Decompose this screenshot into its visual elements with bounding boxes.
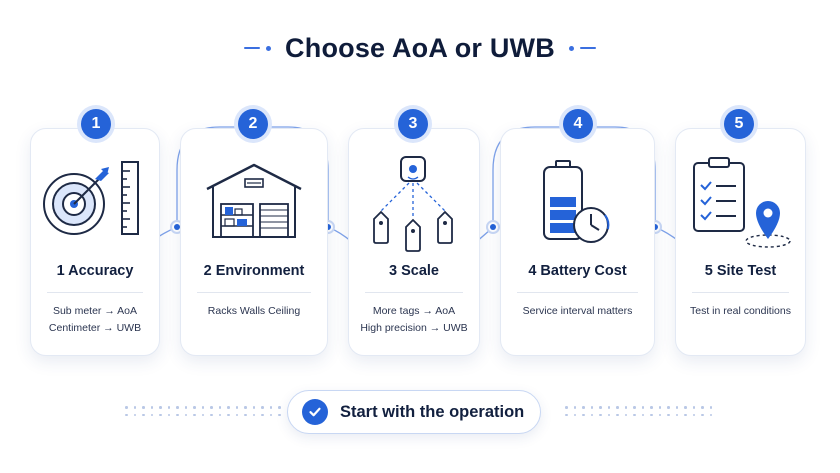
- step-card-accuracy: 1 Accuracy Sub meter → AoA Centimeter → …: [30, 128, 160, 356]
- step-heading: 3 Scale: [389, 263, 439, 279]
- start-with-operation-button[interactable]: Start with the operation: [287, 390, 541, 434]
- step-line: Sub meter → AoA: [52, 305, 138, 317]
- step-heading: 2 Environment: [203, 263, 305, 279]
- step-heading: 1 Accuracy: [56, 263, 134, 279]
- step-description: More tags → AoA High precision → UWB: [349, 303, 479, 337]
- battery-clock-icon: [543, 160, 610, 243]
- step-line: Centimeter → UWB: [48, 322, 142, 334]
- step-number-badge: 5: [724, 109, 754, 139]
- step-number-badge: 1: [81, 109, 111, 139]
- target-ruler-icon: [43, 161, 139, 235]
- step-card-battery-cost: 4 Battery Cost Service interval matters: [500, 128, 655, 356]
- checkmark-icon: [302, 399, 328, 425]
- divider: [365, 292, 463, 293]
- checklist-pin-icon: [693, 157, 791, 248]
- step-description: Sub meter → AoA Centimeter → UWB: [31, 303, 159, 337]
- step-description: Test in real conditions: [676, 303, 805, 320]
- step-line: Racks Walls Ceiling: [207, 305, 301, 317]
- step-card-environment: 2 Environment Racks Walls Ceiling: [180, 128, 328, 356]
- divider: [197, 292, 311, 293]
- page-title: Choose AoA or UWB: [285, 32, 555, 63]
- decorative-dots-right: [565, 406, 712, 416]
- decorative-dots-left: [125, 406, 281, 416]
- connector-node: [486, 220, 500, 234]
- step-heading: 4 Battery Cost: [528, 263, 627, 279]
- warehouse-icon: [206, 163, 302, 238]
- step-line: More tags → AoA: [372, 305, 456, 317]
- title-row: Choose AoA or UWB: [0, 30, 840, 66]
- divider: [47, 292, 143, 293]
- divider: [517, 292, 638, 293]
- step-heading: 5 Site Test: [704, 263, 777, 279]
- step-description: Racks Walls Ceiling: [181, 303, 327, 320]
- divider: [692, 292, 789, 293]
- step-number-badge: 2: [238, 109, 268, 139]
- anchor-tags-icon: [373, 156, 453, 252]
- step-line: Test in real conditions: [690, 305, 791, 317]
- step-description: Service interval matters: [501, 303, 654, 320]
- step-card-site-test: 5 Site Test Test in real conditions: [675, 128, 806, 356]
- step-number-badge: 4: [563, 109, 593, 139]
- cta-label: Start with the operation: [340, 402, 525, 421]
- step-line: Service interval matters: [522, 305, 633, 317]
- title-decoration-left: [244, 45, 272, 51]
- step-line: High precision → UWB: [360, 322, 468, 334]
- step-number-badge: 3: [398, 109, 428, 139]
- step-card-scale: 3 Scale More tags → AoA High precision →…: [348, 128, 480, 356]
- title-decoration-right: [568, 45, 596, 51]
